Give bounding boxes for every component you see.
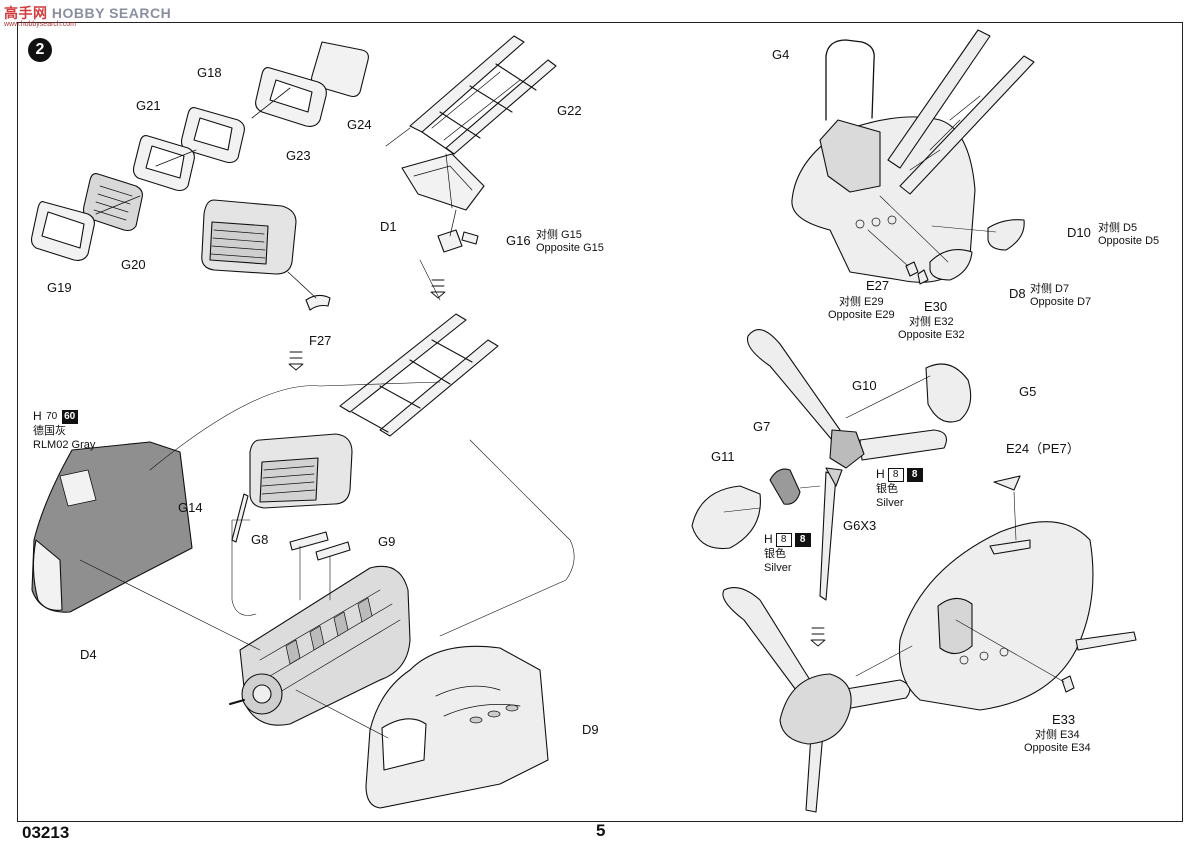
- part-label-d9: D9: [582, 722, 599, 737]
- part-label-g8: G8: [251, 532, 269, 547]
- nose-upper: [791, 29, 1035, 285]
- nose-lower: [722, 475, 1137, 813]
- part-label-d10: D10: [1067, 225, 1091, 240]
- propeller: [691, 329, 972, 601]
- step-number-badge: 2: [28, 38, 52, 62]
- engine-block: [229, 565, 411, 726]
- assembly-line: [79, 259, 575, 739]
- engine-mount: [385, 35, 557, 253]
- instruction-frame: [17, 22, 1183, 822]
- d9-cowling: [365, 645, 549, 809]
- part-label-g19: G19: [47, 280, 72, 295]
- part-label-f27: F27: [309, 333, 332, 348]
- product-code: 03213: [22, 823, 70, 842]
- watermark-url: www.hobbysearch.com: [4, 21, 76, 28]
- part-label-d8: D8: [1009, 286, 1026, 301]
- part-label-g18: G18: [197, 65, 222, 80]
- part-label-g5: G5: [1019, 384, 1037, 399]
- part-label-g4: G4: [772, 47, 790, 62]
- part-label-e33: E33: [1052, 712, 1076, 727]
- part-label-d1: D1: [380, 219, 397, 234]
- down-arrow-icon: [288, 279, 826, 647]
- part-label-g20: G20: [121, 257, 146, 272]
- part-label-g14: G14: [178, 500, 203, 515]
- part-label-d4: D4: [80, 647, 97, 662]
- part-label-g16: G16: [506, 233, 531, 248]
- part-label-g10: G10: [852, 378, 877, 393]
- part-label-g7: G7: [753, 419, 771, 434]
- watermark: 高手网 HOBBY SEARCH: [4, 5, 172, 21]
- part-label-e24: E24（PE7）: [1006, 441, 1080, 456]
- d4-panel: [31, 441, 193, 613]
- part-label-e27: E27: [866, 278, 890, 293]
- part-label-g6x3: G6X3: [843, 518, 877, 533]
- part-label-g22: G22: [557, 103, 582, 118]
- part-label-e30: E30: [924, 299, 948, 314]
- part-label-g23: G23: [286, 148, 311, 163]
- mount-assembly: [231, 313, 499, 561]
- radiator-parts: [30, 41, 369, 311]
- page-number: 5: [596, 821, 606, 840]
- part-label-g24: G24: [347, 117, 372, 132]
- part-label-g9: G9: [378, 534, 396, 549]
- part-label-g11: G11: [711, 449, 735, 464]
- part-label-g21: G21: [136, 98, 161, 113]
